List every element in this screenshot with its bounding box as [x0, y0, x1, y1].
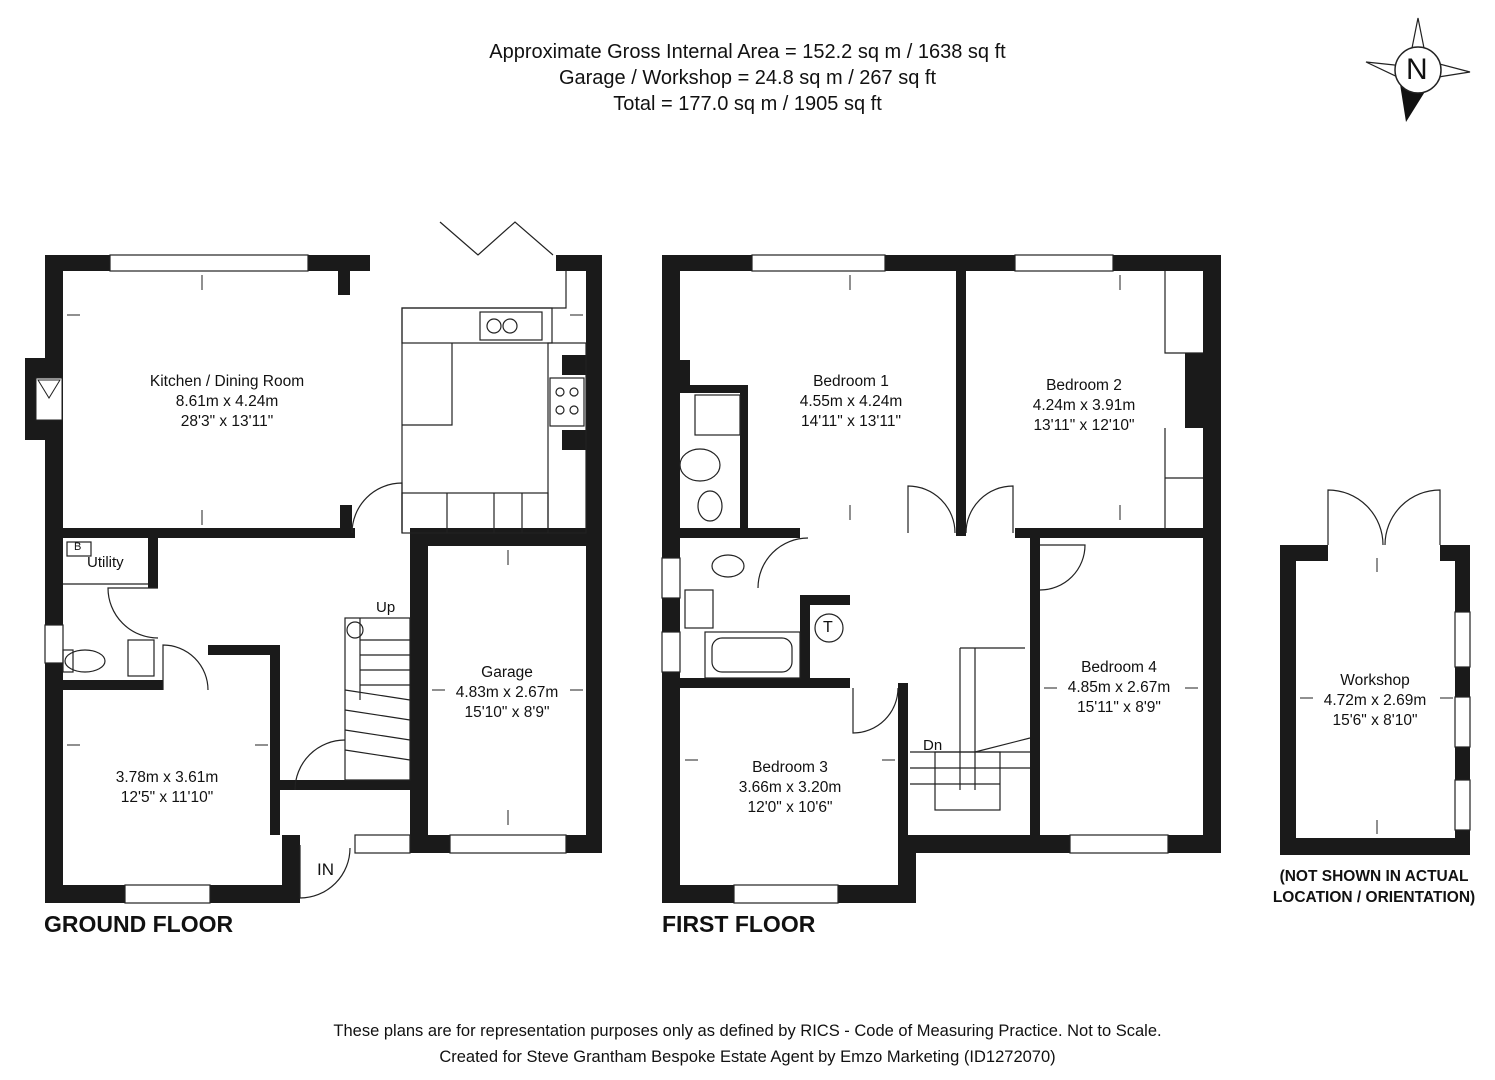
workshop-imperial: 15'6" x 8'10"	[1332, 712, 1418, 729]
bedroom3-metric: 3.66m x 3.20m	[738, 779, 842, 796]
garage-area-text: Garage / Workshop = 24.8 sq m / 267 sq f…	[558, 67, 937, 89]
bedroom2-label: Bedroom 2 4.24m x 3.91m 13'11" x 12'10"	[1033, 376, 1136, 436]
workshop-label: Workshop 4.72m x 2.69m 15'6" x 8'10"	[1324, 671, 1427, 731]
workshop-note-line1: (NOT SHOWN IN ACTUAL	[1279, 868, 1469, 885]
ground-floor-title: GROUND FLOOR	[44, 911, 234, 937]
workshop-note-line2: LOCATION / ORIENTATION)	[1272, 889, 1476, 906]
garage-imperial: 15'10" x 8'9"	[464, 704, 550, 721]
garage-label: Garage 4.83m x 2.67m 15'10" x 8'9"	[456, 663, 559, 723]
workshop-metric: 4.72m x 2.69m	[1323, 692, 1427, 709]
kitchen-name: Kitchen / Dining Room	[149, 373, 305, 390]
workshop-note: (NOT SHOWN IN ACTUAL LOCATION / ORIENTAT…	[1273, 866, 1475, 908]
utility-label: Utility	[87, 554, 124, 571]
kitchen-metric: 8.61m x 4.24m	[175, 393, 279, 410]
ground-room-label: 3.78m x 3.61m 12'5" x 11'10"	[116, 768, 219, 808]
disclaimer-text: These plans are for representation purpo…	[333, 1022, 1162, 1040]
total-area-text: Total = 177.0 sq m / 1905 sq ft	[613, 93, 882, 115]
stairs-up-label: Up	[376, 599, 396, 616]
ground-floor-walls	[25, 221, 602, 904]
bedroom2-name: Bedroom 2	[1046, 377, 1122, 394]
first-floor-walls	[661, 254, 1221, 904]
bedroom4-metric: 4.85m x 2.67m	[1067, 679, 1171, 696]
workshop-name: Workshop	[1340, 672, 1410, 689]
bedroom3-imperial: 12'0" x 10'6"	[747, 799, 833, 816]
bedroom4-imperial: 15'11" x 8'9"	[1077, 699, 1161, 716]
stairs-down-label: Dn	[923, 737, 943, 754]
bedroom1-name: Bedroom 1	[813, 373, 889, 390]
bedroom1-metric: 4.55m x 4.24m	[799, 393, 903, 410]
bedroom1-label: Bedroom 1 4.55m x 4.24m 14'11" x 13'11"	[800, 372, 903, 432]
bedroom2-metric: 4.24m x 3.91m	[1032, 397, 1136, 414]
credit-text: Created for Steve Grantham Bespoke Estat…	[439, 1048, 1056, 1066]
tank-label: T	[823, 619, 833, 636]
first-floor-title: FIRST FLOOR	[662, 911, 816, 937]
workshop-walls	[1280, 489, 1471, 855]
kitchen-imperial: 28'3" x 13'11"	[180, 413, 274, 430]
garage-name: Garage	[481, 664, 533, 681]
ground-room-metric: 3.78m x 3.61m	[115, 769, 219, 786]
compass-icon	[1365, 17, 1471, 122]
bedroom4-label: Bedroom 4 4.85m x 2.67m 15'11" x 8'9"	[1068, 658, 1171, 718]
garage-metric: 4.83m x 2.67m	[455, 684, 559, 701]
entrance-label: IN	[317, 860, 334, 879]
ground-room-imperial: 12'5" x 11'10"	[120, 789, 214, 806]
gross-area-text: Approximate Gross Internal Area = 152.2 …	[489, 41, 1006, 63]
compass-label: N	[1406, 53, 1428, 86]
bedroom4-name: Bedroom 4	[1081, 659, 1157, 676]
boiler-label: B	[74, 541, 82, 553]
kitchen-label: Kitchen / Dining Room 8.61m x 4.24m 28'3…	[150, 372, 304, 432]
bedroom2-imperial: 13'11" x 12'10"	[1033, 417, 1135, 434]
bedroom1-imperial: 14'11" x 13'11"	[801, 413, 901, 430]
bedroom3-label: Bedroom 3 3.66m x 3.20m 12'0" x 10'6"	[739, 758, 842, 818]
bedroom3-name: Bedroom 3	[752, 759, 828, 776]
dimension-markers	[67, 275, 1453, 834]
